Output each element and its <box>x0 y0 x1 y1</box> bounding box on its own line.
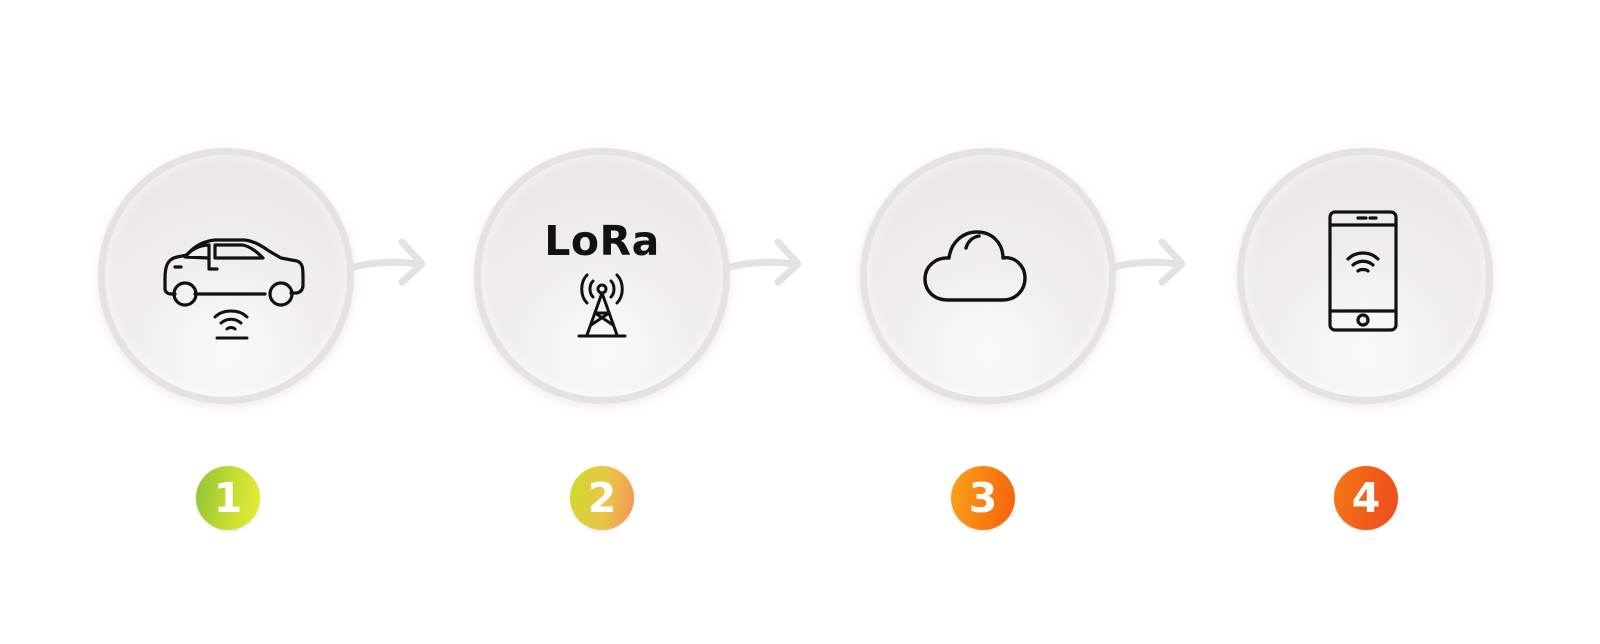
cloud-icon <box>923 230 1027 302</box>
step-2-circle: LoRa <box>474 148 730 404</box>
car-wifi-icon <box>163 238 305 307</box>
step-4-circle <box>1237 148 1493 404</box>
lora-tower-icon <box>577 273 627 338</box>
arrow-right-icon <box>728 238 802 286</box>
step-1-badge: 1 <box>196 466 260 530</box>
step-2-badge: 2 <box>570 466 634 530</box>
smartphone-wifi-icon <box>1328 210 1398 332</box>
arrow-right-icon <box>1112 238 1186 286</box>
step-1-circle <box>98 148 354 404</box>
wifi-signal-icon <box>213 309 249 340</box>
step-3-circle <box>860 148 1116 404</box>
step-4-badge: 4 <box>1334 466 1398 530</box>
lora-label: LoRa <box>544 217 660 265</box>
step-3-badge: 3 <box>951 466 1015 530</box>
arrow-right-icon <box>352 238 426 286</box>
